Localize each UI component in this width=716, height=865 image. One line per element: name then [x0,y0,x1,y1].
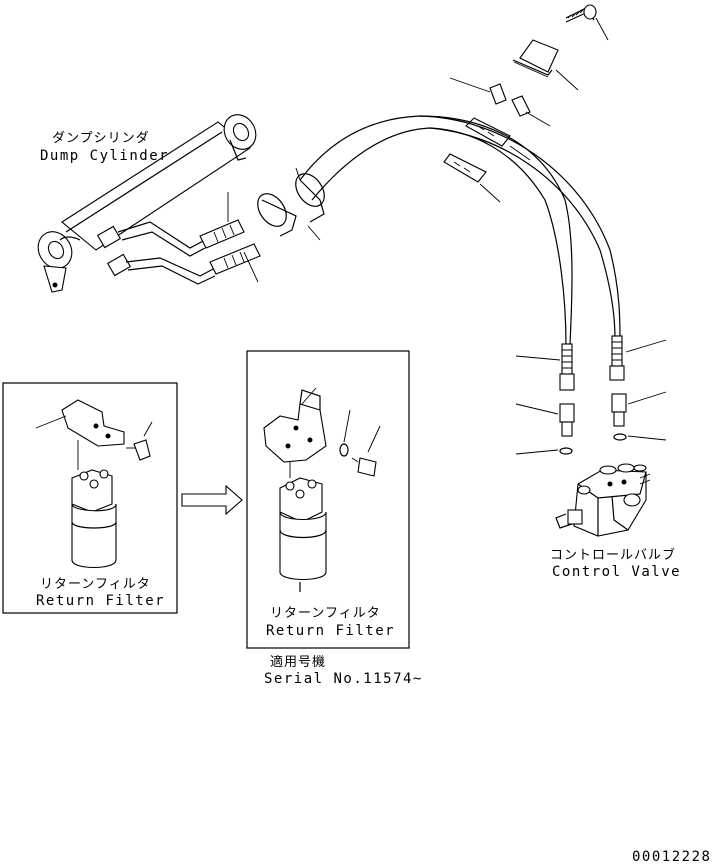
drawing-number: 00012228 [632,849,711,865]
leader-washer-new [343,409,351,443]
filter-bolt-old [126,439,151,461]
leader-adapter-b [243,251,259,283]
return-filter-old-label-jp: リターンフィルタ [40,577,151,592]
clamp-plate [512,39,559,78]
leader-bolt-new [367,425,381,453]
return-filter-new [263,389,327,592]
control-valve [555,463,651,537]
washer-new [339,443,349,457]
leader-spacer-a [449,77,491,93]
o-rings [559,433,627,455]
serial-label-en: Serial No.11574~ [264,671,423,687]
leader-band-a [295,167,301,181]
return-filter-old-label-en: Return Filter [36,593,165,609]
control-valve-label-jp: コントロールバルブ [550,547,676,563]
leader-bracket-old [35,415,67,429]
leader-o-ring-a [515,449,559,455]
leader-o-ring-b [627,435,667,441]
leader-hose-fitting-b [625,339,667,353]
leader-bolt [595,17,609,41]
leader-adapter-right-a [515,403,559,415]
serial-label-jp: 適用号機 [270,654,326,670]
adapter-fittings-right [559,393,627,437]
leader-adapter-right-b [627,391,667,405]
leader-clamp [555,69,579,91]
control-valve-label-en: Control Valve [552,564,681,580]
leader-bracket-new [301,387,317,405]
dump-cylinder-label-en: Dump Cylinder [40,148,169,164]
return-filter-old [61,399,125,569]
mounting-bolt [565,4,597,23]
hose-clamp-lower [443,153,487,183]
leader-band-b [307,225,321,241]
leader-hose-clamp-upper [509,145,531,161]
return-filter-new-box [246,350,410,649]
dump-cylinder [37,114,257,293]
hydraulic-hoses [299,115,621,346]
return-filter-new-label-jp: リターンフィルタ [270,606,381,621]
dump-cylinder-label-jp: ダンプシリンダ [52,131,150,146]
leader-hose-clamp-lower [479,183,501,203]
replacement-arrow [181,484,243,516]
leader-hose-fitting-a [515,355,561,361]
hose-fittings-right [559,335,625,391]
leader-bolt-old [143,421,153,437]
leader-spacer-b [525,111,551,127]
filter-bolt-new [351,457,377,477]
hose-bands [257,173,325,237]
return-filter-old-box [2,382,178,614]
spacer-pair [489,83,531,117]
return-filter-new-label-en: Return Filter [266,623,395,639]
adapter-fittings-cylinder [199,219,261,275]
